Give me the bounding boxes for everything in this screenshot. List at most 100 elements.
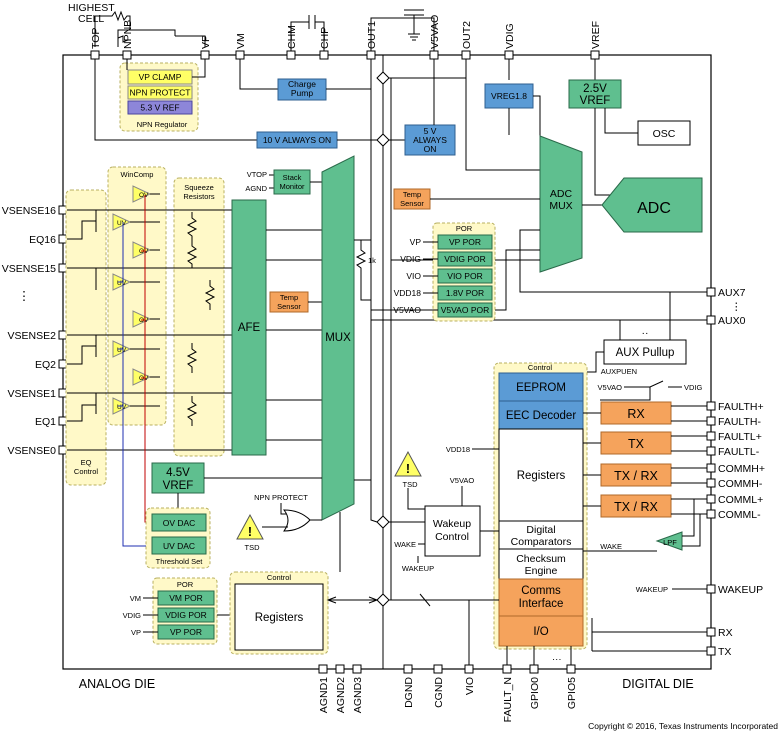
svg-text:VDIG POR: VDIG POR [444,254,486,264]
npn-protect-block [127,85,193,100]
svg-text:COMML-: COMML- [718,509,761,521]
pin-vref[interactable] [590,50,600,60]
svg-text:Squeeze: Squeeze [184,183,214,192]
analog-por-rows: VM POR VM VDIG POR VDIG VP POR VP [123,590,215,640]
pin-faultl-p[interactable] [706,431,716,441]
comparator-ov-16 [132,185,152,203]
ref-53v-block [127,100,193,115]
svg-text:EEC Decoder: EEC Decoder [506,410,576,422]
svg-text:MUX: MUX [325,332,351,344]
svg-text:POR: POR [177,580,194,589]
pin-faulth-p[interactable] [706,401,716,411]
svg-text:ADC: ADC [637,200,671,217]
pin-faultl-n[interactable] [706,446,716,456]
right-pins: AUX7 ⋮ AUX0 FAULTH+ FAULTH- FAULTL+ FAUL… [706,287,765,658]
pin-out2[interactable] [461,50,471,60]
svg-text:VDIG POR: VDIG POR [165,610,207,620]
svg-text:TX / RX: TX / RX [614,469,658,483]
highest-cell-label-2: CELL [78,13,104,25]
pin-aux0[interactable] [706,315,716,325]
pin-commh-p[interactable] [706,463,716,473]
bottom-pins: AGND1 AGND2 AGND3 DGND CGND VIO FAULT_N … [318,664,578,722]
svg-text:VSENSE1: VSENSE1 [8,388,57,400]
svg-text:VP: VP [131,628,141,637]
svg-text:VM: VM [235,33,247,49]
always-on-5v-block [404,124,456,156]
svg-text:!: ! [406,462,410,476]
eec-decoder-block [498,400,584,430]
svg-text:COMMH-: COMMH- [718,478,763,490]
svg-text:Sensor: Sensor [400,199,424,208]
svg-text:AUX Pullup: AUX Pullup [616,347,675,359]
svg-text:TX: TX [628,437,645,451]
pin-v5vao[interactable] [429,50,439,60]
svg-text:Interface: Interface [519,598,564,610]
svg-text:EEPROM: EEPROM [516,382,566,394]
svg-text:WinComp: WinComp [121,170,154,179]
wincomp-region [107,166,167,426]
pin-fault-n[interactable] [502,664,512,674]
svg-text:Control: Control [435,531,469,543]
pin-gpio5[interactable] [566,664,576,674]
pin-chp[interactable] [319,50,329,60]
pin-wakeup[interactable] [706,584,716,594]
capacitor-icon [308,15,316,29]
svg-text:VP POR: VP POR [170,627,202,637]
svg-text:Charge: Charge [288,79,316,89]
svg-text:Threshold Set: Threshold Set [156,557,204,566]
squeeze-resistor-icons [186,212,216,426]
pin-agnd1[interactable] [318,664,328,674]
svg-text:EQ2: EQ2 [35,359,56,371]
svg-text:VP: VP [200,35,212,49]
svg-text:CHM: CHM [286,25,298,49]
pin-agnd2[interactable] [335,664,345,674]
pin-tx[interactable] [706,646,716,656]
pin-chm[interactable] [286,50,296,60]
pin-commh-n[interactable] [706,478,716,488]
svg-text:DGND: DGND [403,677,415,708]
svg-text:TSD: TSD [403,480,419,489]
digital-por-rows: VP POR VP VDIG POR VDIG VIO POR VIO 1.8V… [393,234,493,318]
svg-text:1.8V POR: 1.8V POR [446,288,484,298]
pin-aux7[interactable] [706,287,716,297]
pin-dgnd[interactable] [403,664,413,674]
pin-faulth-n[interactable] [706,416,716,426]
svg-text:Temp: Temp [403,190,421,199]
svg-text:RX: RX [718,627,733,639]
svg-text:AFE: AFE [238,322,261,334]
svg-text:VDIG: VDIG [123,611,142,620]
copyright-notice: Copyright © 2016, Texas Instruments Inco… [588,721,778,731]
svg-text:TSD: TSD [245,543,261,552]
svg-text:5 V: 5 V [424,126,437,136]
svg-text:AUX0: AUX0 [718,315,746,327]
svg-text:UV DAC: UV DAC [163,541,195,551]
pin-top[interactable] [90,50,100,60]
svg-text:···: ··· [552,654,562,665]
pin-gpio0[interactable] [529,664,539,674]
svg-text:Monitor: Monitor [279,182,305,191]
bus-junction-registers [376,593,390,607]
squeeze-resistors-region [173,177,225,457]
eeprom-block [498,372,584,402]
pin-vio[interactable] [464,664,474,674]
pin-vp[interactable] [200,50,210,60]
svg-text:10 V ALWAYS ON: 10 V ALWAYS ON [263,135,331,145]
pin-rx[interactable] [706,627,716,637]
vref-25v-block [568,79,622,109]
aux-switch-icon [624,380,682,388]
svg-text:UV: UV [117,280,127,287]
analog-tsd-warning-icon [236,513,264,540]
pin-vm[interactable] [235,50,245,60]
svg-text:VP CLAMP: VP CLAMP [139,72,182,82]
pin-agnd3[interactable] [352,664,362,674]
svg-text:UV: UV [117,220,127,227]
svg-text:EQ16: EQ16 [29,234,56,246]
pin-cgnd[interactable] [433,664,443,674]
pin-out1[interactable] [366,50,376,60]
svg-text:TX: TX [718,646,731,658]
svg-text:Wakeup: Wakeup [433,518,471,530]
pin-npnb[interactable] [122,50,132,60]
pin-vdig[interactable] [504,50,514,60]
pin-comml-n[interactable] [706,509,716,519]
pin-comml-p[interactable] [706,494,716,504]
